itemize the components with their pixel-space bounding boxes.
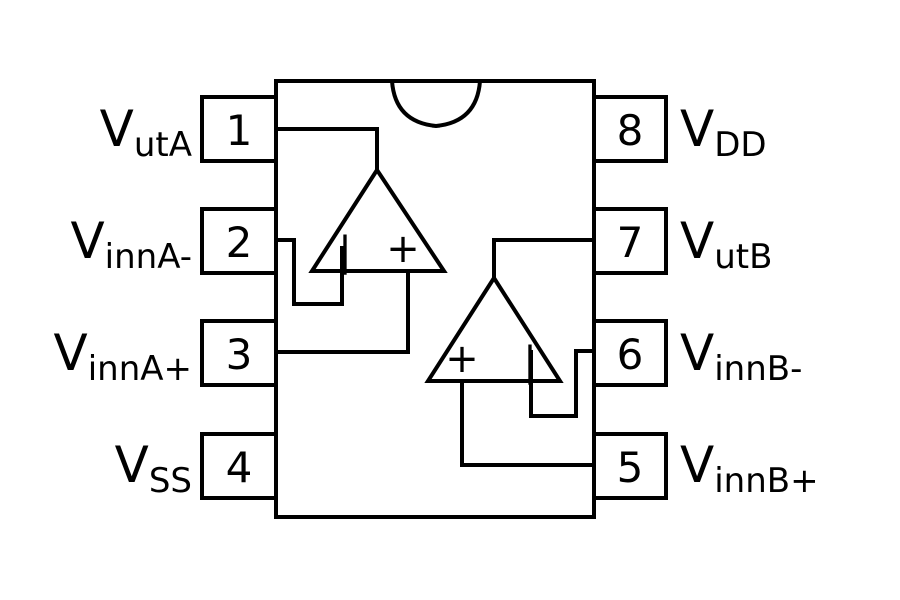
- pin-number-4: 4: [226, 443, 253, 492]
- pin-box-4: [200, 432, 278, 500]
- ic-body: [274, 79, 596, 519]
- opamp-b-inverting-symbol: |: [523, 339, 536, 385]
- pin-label-6: VinnB-: [680, 324, 802, 389]
- wire-pin1-to-opamp-a-output: [276, 127, 379, 170]
- wire-pin2-to-opamp-a-inverting: [276, 238, 344, 306]
- pin-label-4: VSS: [115, 436, 192, 501]
- opamp-a-inverting-symbol: |: [338, 229, 351, 275]
- wire-pin6-to-opamp-b-inverting: [529, 349, 594, 418]
- pin-label-1: VutA: [100, 100, 192, 165]
- pin-label-5: VinnB+: [680, 436, 819, 501]
- pin-number-8: 8: [617, 106, 644, 155]
- wire-pin3-to-opamp-a-noninverting: [276, 271, 410, 354]
- pin-number-6: 6: [617, 330, 644, 379]
- pin-number-3: 3: [226, 330, 253, 379]
- pin-label-7: VutB: [680, 212, 772, 277]
- pin-number-1: 1: [226, 106, 253, 155]
- wire-pin7-to-opamp-b-output: [492, 238, 594, 278]
- opamp-a-triangle: [308, 166, 448, 273]
- pin-label-8: VDD: [680, 100, 767, 165]
- pin-box-8: [592, 95, 668, 163]
- wire-pin5-to-opamp-b-noninverting: [460, 381, 594, 467]
- opamp-a-noninverting-symbol: +: [386, 226, 420, 272]
- pin-label-3: VinnA+: [53, 324, 192, 389]
- pin-number-5: 5: [617, 443, 644, 492]
- pin1-notch: [390, 80, 482, 129]
- opamp-b-triangle: [424, 274, 564, 383]
- pin-number-2: 2: [226, 218, 253, 267]
- opamp-b-noninverting-symbol: +: [445, 336, 479, 382]
- pin-number-7: 7: [617, 218, 644, 267]
- pin-label-2: VinnA-: [70, 212, 192, 277]
